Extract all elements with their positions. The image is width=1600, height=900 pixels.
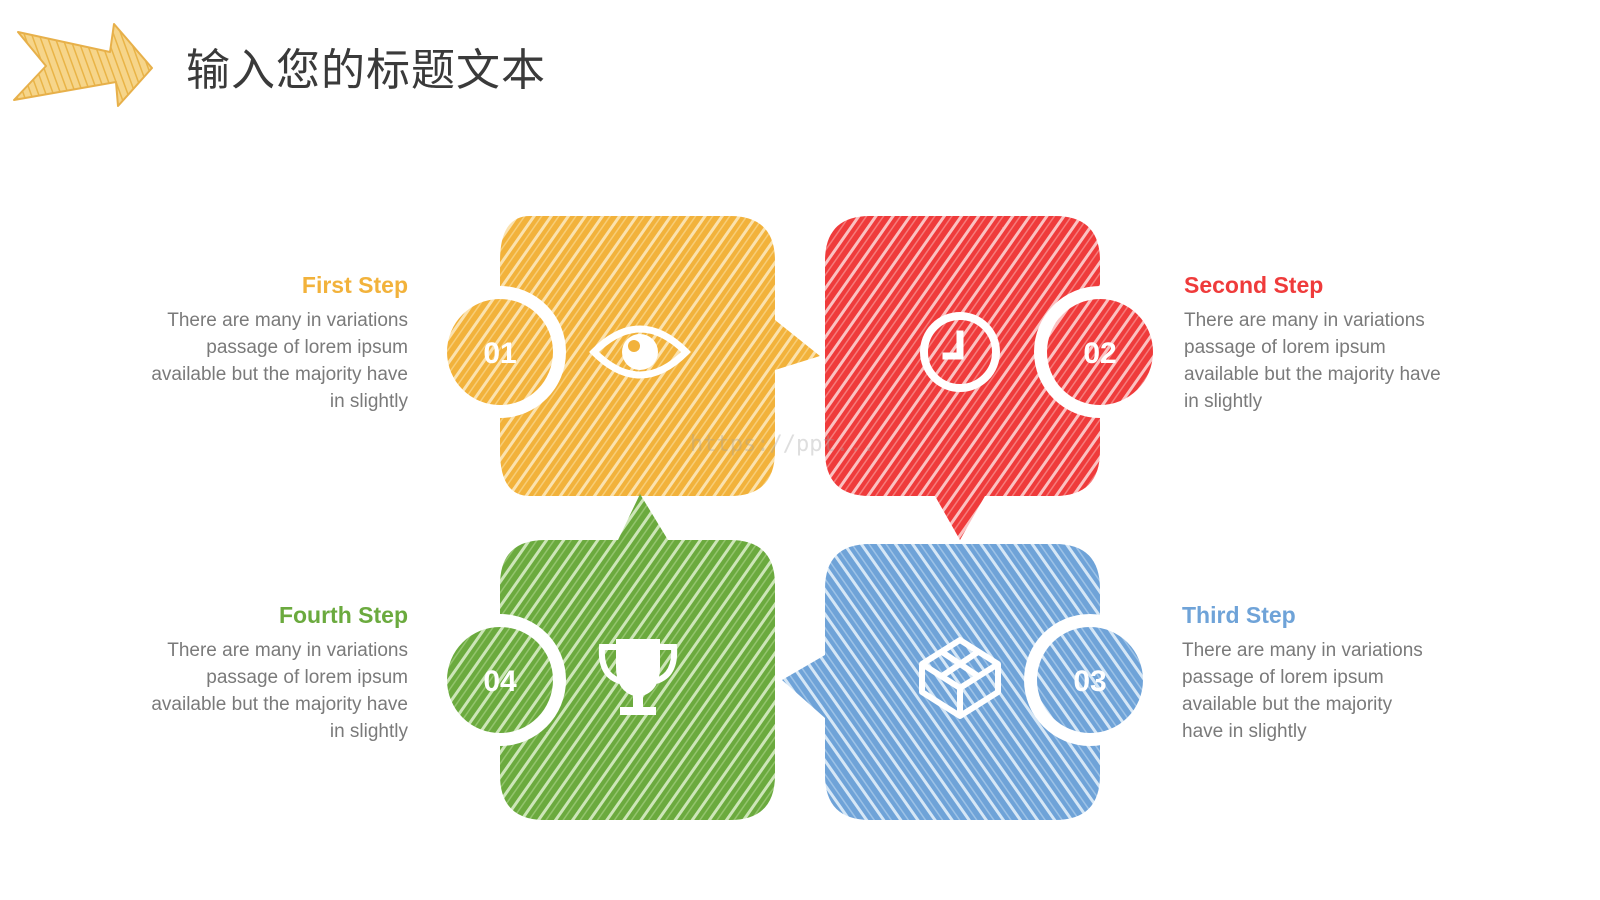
step-1-block: [500, 216, 820, 496]
step-2-text: Second Step There are many in variations…: [1184, 272, 1484, 415]
step-4-number: 04: [483, 665, 517, 698]
eye-icon: [589, 325, 691, 379]
step-3-badge: 03: [1024, 614, 1156, 746]
page-title: 输入您的标题文本: [186, 45, 546, 96]
step-2-description: There are many in variations passage of …: [1184, 310, 1441, 412]
step-2-title: Second Step: [1184, 272, 1324, 298]
step-4-description: There are many in variations passage of …: [151, 640, 408, 742]
step-2-badge: 02: [1034, 286, 1166, 418]
step-2-block: [825, 216, 1100, 540]
cube-icon: [919, 637, 1001, 719]
clock-icon: [920, 312, 1000, 392]
step-3-description: There are many in variations passage of …: [1182, 640, 1423, 742]
arrow-decoration-icon: [13, 23, 153, 107]
step-3-text: Third Step There are many in variations …: [1182, 602, 1482, 745]
step-3-number: 03: [1073, 665, 1106, 698]
step-3-title: Third Step: [1182, 602, 1296, 628]
step-2-number: 02: [1083, 337, 1116, 370]
step-4-text: Fourth Step There are many in variations…: [118, 602, 408, 745]
step-4-badge: 04: [434, 614, 566, 746]
step-1-text: First Step There are many in variations …: [118, 272, 408, 415]
step-1-description: There are many in variations passage of …: [151, 310, 408, 412]
step-1-number: 01: [483, 337, 516, 370]
trophy-icon: [598, 639, 678, 715]
step-3-block: [782, 544, 1100, 820]
step-4-title: Fourth Step: [278, 602, 408, 628]
step-1-badge: 01: [434, 286, 566, 418]
step-1-title: First Step: [301, 272, 408, 298]
watermark-text: https://ppt...: [690, 432, 876, 457]
